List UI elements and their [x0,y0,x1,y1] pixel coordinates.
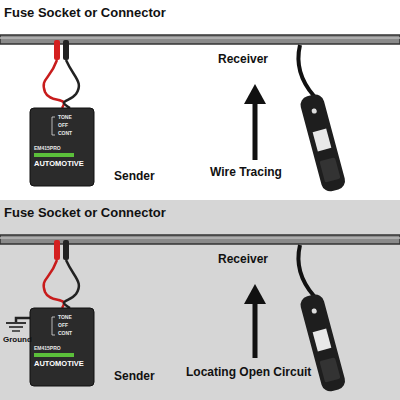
panel-divider [0,198,400,200]
receiver-probe [299,245,314,296]
part-label: Receiver [218,253,268,266]
receiver-body [299,92,348,193]
cable-highlight [0,237,400,239]
switch-label: CONT [58,131,72,137]
arrow-shaft [253,302,258,358]
bottom-panel [0,200,400,400]
receiver-sticker [313,129,332,152]
ground-lead [16,318,30,322]
arrow-head [244,284,266,304]
caption-label: Locating Open Circuit [186,366,311,379]
receiver-probe [299,45,314,96]
switch-bracket [52,117,55,135]
receiver-speaker [319,157,340,182]
switch-label: CONT [58,331,72,337]
receiver-speaker [319,357,340,382]
receiver-led [311,108,317,114]
open-circuit-scene [0,235,400,393]
part-label: Ground [3,336,32,345]
switch-bracket [52,317,55,335]
model-label: EM415PRO [34,146,61,152]
receiver-led [311,308,317,314]
switch-label: OFF [58,123,68,129]
green-stripe [34,353,74,357]
model-label: EM415PRO [34,346,61,352]
sender-box [30,308,94,386]
black-lead [64,60,79,108]
sender-box [30,108,94,186]
red-lead [44,60,64,108]
arrow-shaft [253,102,258,160]
black-clip [63,40,69,60]
part-label: Sender [114,170,155,183]
arrow-head [244,84,266,104]
top-panel [0,0,400,198]
brand-label: AUTOMOTIVE [34,360,84,368]
red-clip [54,40,60,60]
red-clip [54,240,60,260]
switch-label: TONE [58,315,72,321]
receiver-sticker [313,329,332,352]
cable-highlight [0,37,400,39]
heading: Fuse Socket or Connector [4,6,166,20]
wire-tracing-scene [0,35,400,193]
heading: Fuse Socket or Connector [4,206,166,220]
switch-label: TONE [58,115,72,121]
brand-label: AUTOMOTIVE [34,160,84,168]
black-lead [64,260,79,308]
ground-symbol [9,326,23,328]
ground-symbol [12,330,20,331]
part-label: Sender [114,370,155,383]
ground-symbol [6,322,26,324]
red-lead [44,260,64,308]
caption-label: Wire Tracing [210,166,282,179]
switch-label: OFF [58,323,68,329]
part-label: Receiver [218,53,268,66]
green-stripe [34,153,74,157]
black-clip [63,240,69,260]
